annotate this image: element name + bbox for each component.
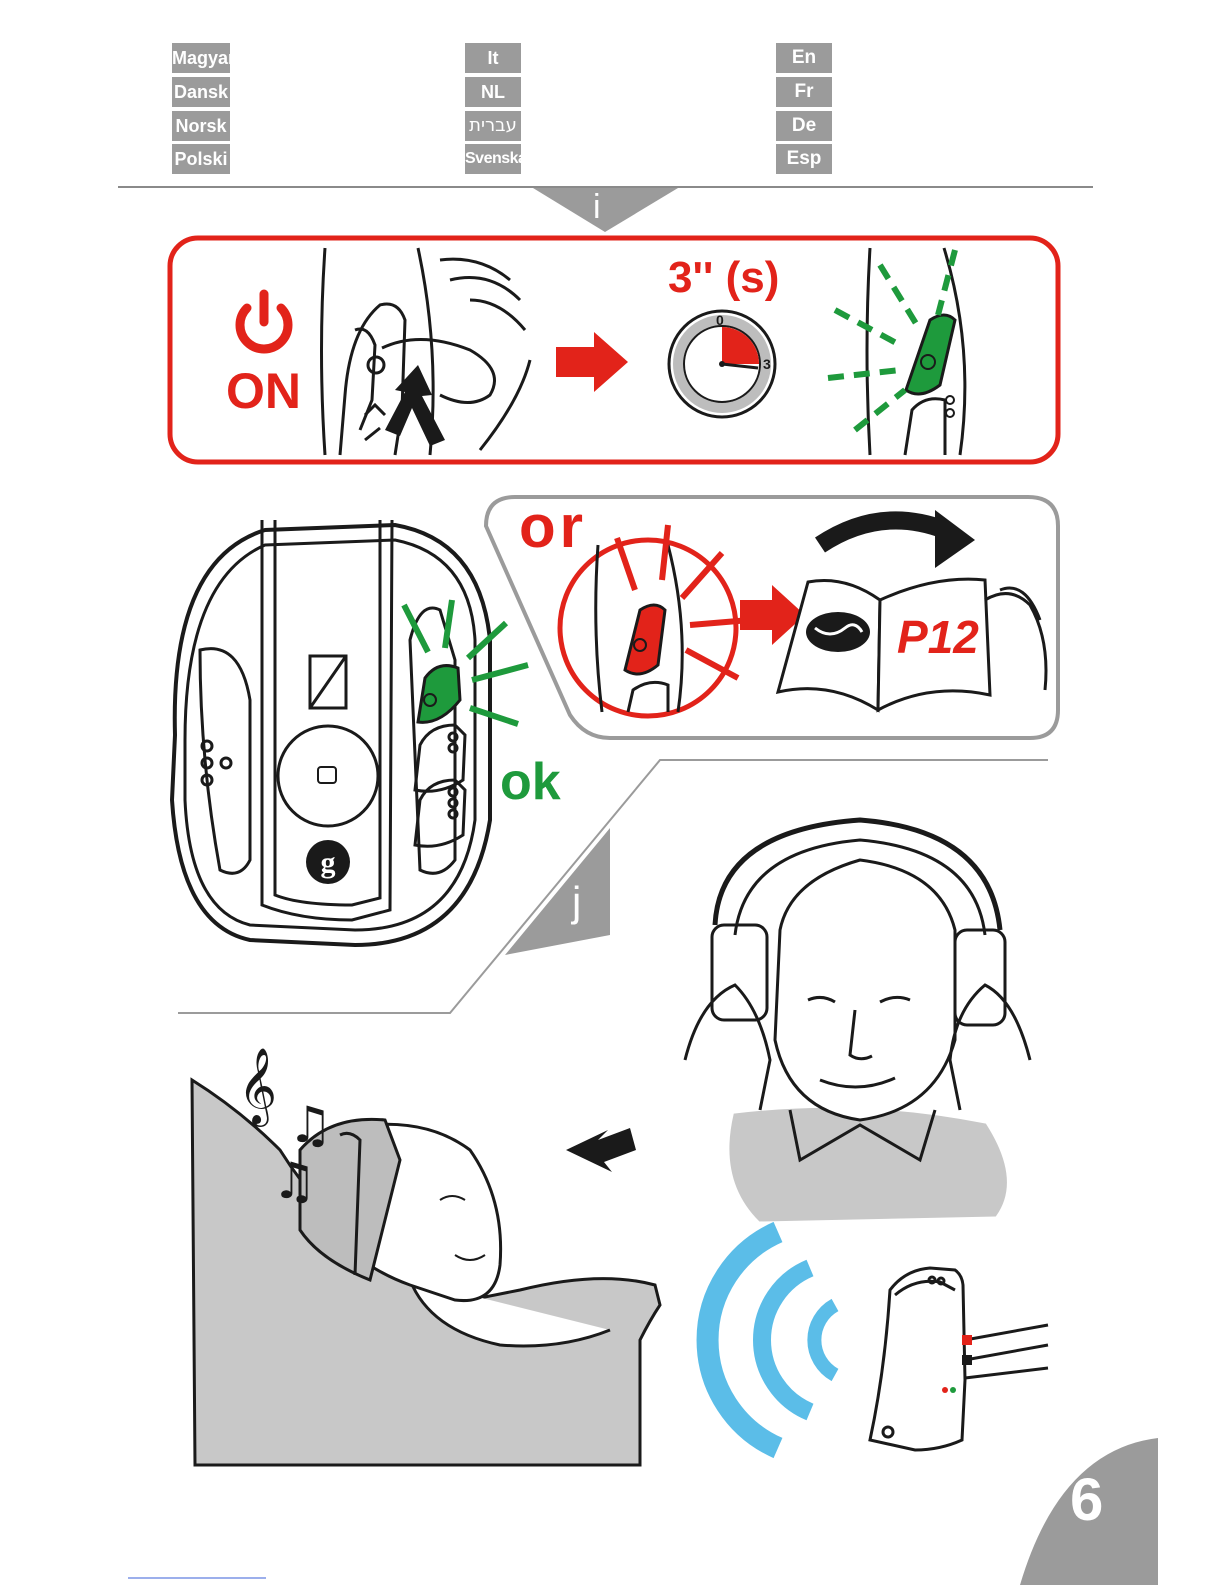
arrow-left-icon [566, 1128, 636, 1172]
logo-g-icon: g [306, 840, 350, 884]
arrow-right-icon [556, 332, 628, 392]
svg-text:♫: ♫ [288, 1096, 333, 1154]
svg-text:𝄞: 𝄞 [238, 1047, 277, 1127]
power-icon [240, 294, 288, 349]
or-label: or [519, 492, 587, 561]
headphone-red-led-illustration [560, 525, 750, 716]
person-wearing-headphones-illustration [685, 820, 1030, 1220]
handshake-icon [806, 612, 870, 652]
headphone-green-led-illustration [828, 248, 965, 455]
page-number: 6 [1070, 1465, 1103, 1534]
step-i-marker-shape [533, 188, 678, 232]
ok-label: ok [500, 752, 561, 812]
step-j-marker: j [572, 878, 581, 926]
step-i-marker: i [593, 188, 601, 227]
timer-three-label: 3 [763, 356, 771, 372]
page-reference: P12 [897, 610, 979, 664]
timer-label: 3'' (s) [668, 253, 779, 303]
radio-waves-icon [708, 1232, 835, 1448]
svg-text:g: g [321, 846, 336, 879]
svg-text:♫: ♫ [272, 1152, 317, 1210]
up-arrow-icon [385, 365, 445, 446]
on-label: ON [226, 362, 301, 420]
transmitter-base-illustration [870, 1268, 1048, 1450]
relaxing-listener-illustration [192, 1080, 660, 1465]
timer-zero-label: 0 [716, 312, 724, 328]
step-j-marker-shape [505, 828, 610, 955]
